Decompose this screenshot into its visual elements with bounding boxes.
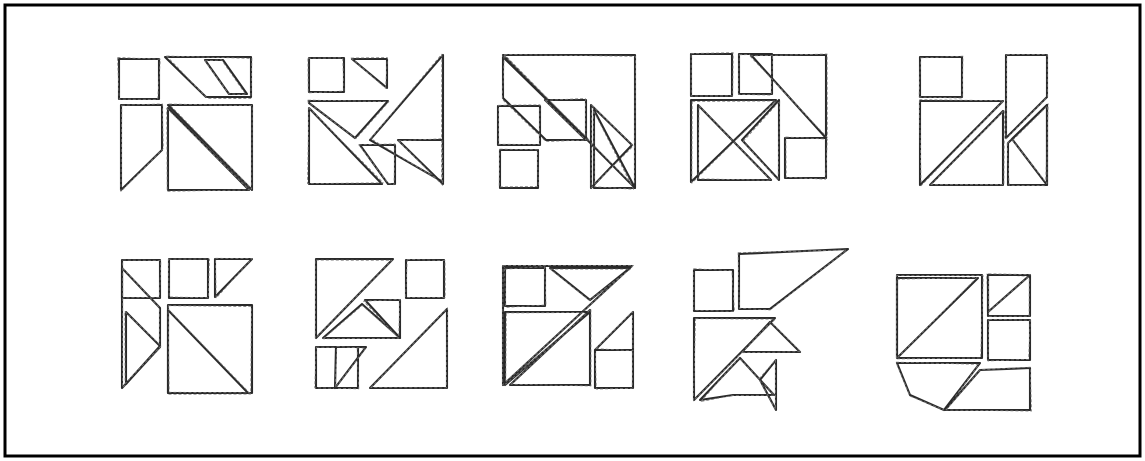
figure-frame (5, 5, 1140, 456)
